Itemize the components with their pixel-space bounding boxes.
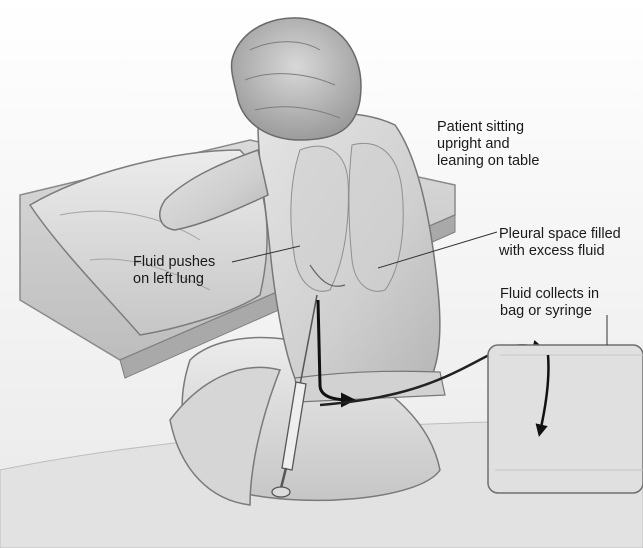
label-patient-line-1: Patient sitting [437, 119, 539, 136]
label-patient-line-2: upright and [437, 136, 539, 153]
label-fluid-push-line-2: on left lung [133, 271, 215, 288]
label-fluid-collects: Fluid collects in bag or syringe [500, 286, 599, 320]
label-patient-position: Patient sitting upright and leaning on t… [437, 119, 539, 170]
patient-head [232, 18, 361, 140]
label-pleural-line-1: Pleural space filled [499, 226, 621, 243]
collection-bag [488, 345, 643, 493]
label-fluid-pushes: Fluid pushes on left lung [133, 254, 215, 288]
label-patient-line-3: leaning on table [437, 153, 539, 170]
label-collect-line-1: Fluid collects in [500, 286, 599, 303]
label-pleural-line-2: with excess fluid [499, 243, 621, 260]
label-pleural-space: Pleural space filled with excess fluid [499, 226, 621, 260]
label-fluid-push-line-1: Fluid pushes [133, 254, 215, 271]
label-collect-line-2: bag or syringe [500, 303, 599, 320]
